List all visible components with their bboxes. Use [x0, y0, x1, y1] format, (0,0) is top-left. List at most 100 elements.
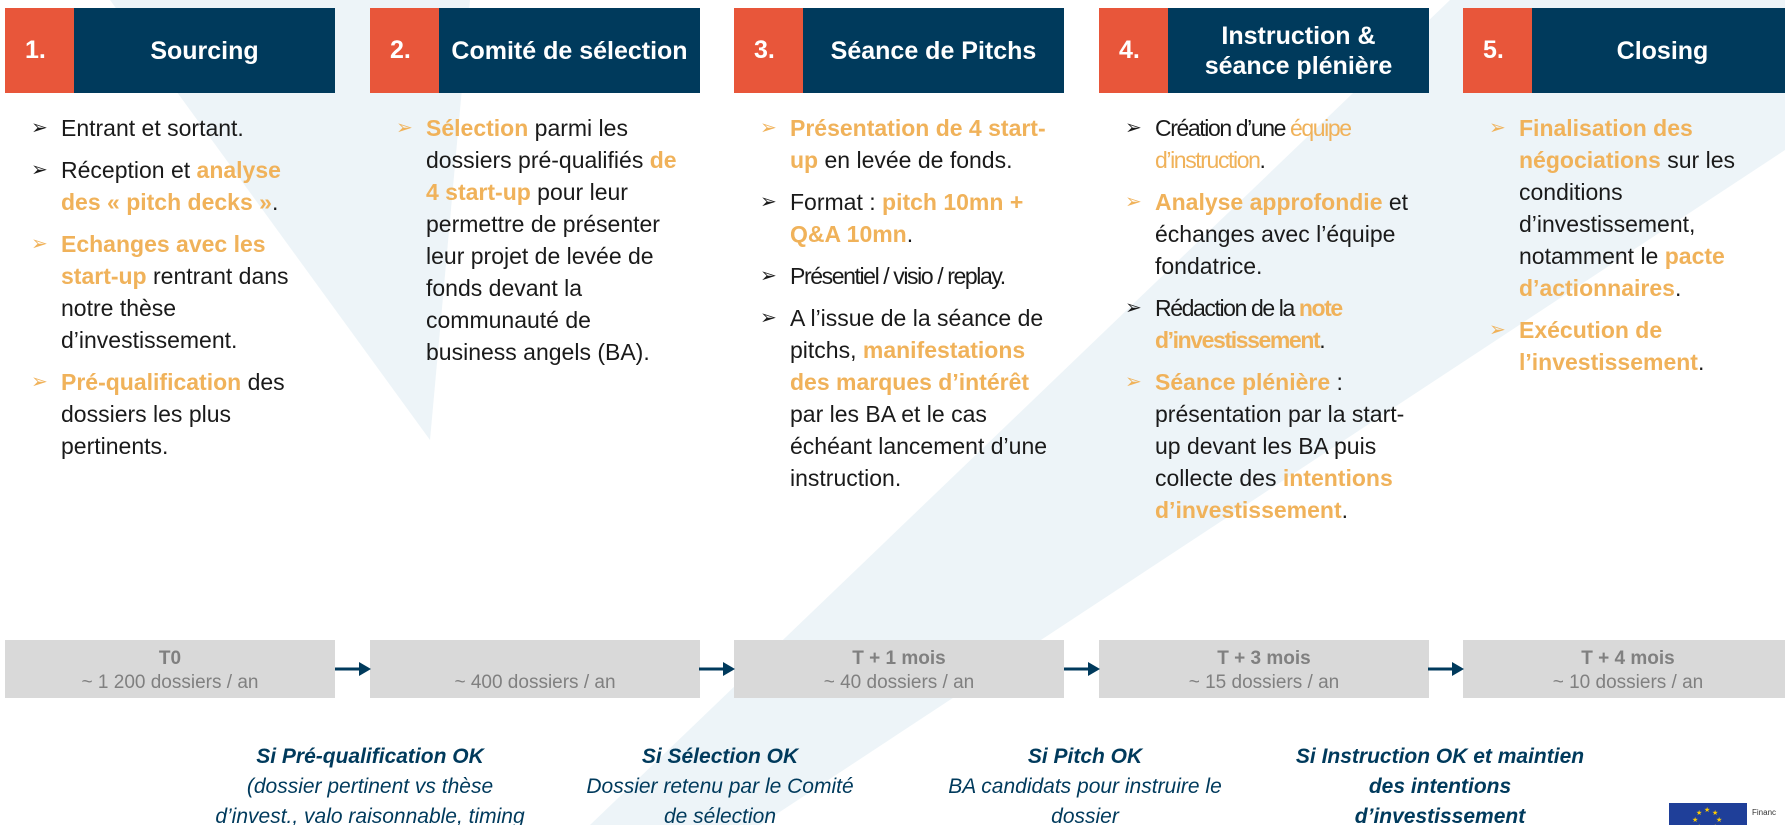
highlighted-text: de 4 start-up — [426, 147, 677, 205]
star-icon: ★ — [1712, 810, 1719, 817]
bullet-text: . — [1697, 349, 1705, 375]
dossier-count: ~ 1 200 dossiers / an — [81, 672, 259, 693]
highlighted-text: Pré-qualification — [61, 369, 242, 395]
bullet-text: par les BA et le cas échéant lancement d… — [790, 401, 1048, 491]
step-header: 2. Comité de sélection — [370, 8, 700, 93]
condition-4: Si Instruction OK et maintien des intent… — [1290, 742, 1590, 825]
bullet-text: . — [906, 221, 914, 247]
step-number: 2. — [370, 8, 439, 93]
step-title: Instruction & séance plénière — [1168, 8, 1429, 93]
bullet-arrow-icon: ➢ — [1489, 117, 1506, 139]
highlighted-text: Exécution de l’investissement — [1519, 317, 1698, 375]
step-number: 1. — [5, 8, 74, 93]
step-number: 4. — [1099, 8, 1168, 93]
condition-heading: Si Instruction OK et maintien des intent… — [1295, 745, 1585, 825]
funding-text: Financ — [1752, 808, 1777, 817]
star-icon: ★ — [1692, 817, 1699, 824]
condition-body: (dossier pertinent vs thèse d’invest., v… — [215, 775, 525, 825]
arrow-right-icon — [335, 662, 371, 676]
bullet-text: . — [1674, 275, 1682, 301]
highlighted-text: Présentation de 4 start-up — [790, 115, 1046, 173]
condition-body: Dossier retenu par le Comité de sélectio… — [586, 775, 854, 825]
bullet-text: sur les conditions d’investissement, not… — [1519, 147, 1735, 269]
arrow-right-icon — [1064, 662, 1100, 676]
highlighted-text: analyse des « pitch decks » — [61, 157, 281, 215]
highlighted-text: Finalisation des négociations — [1519, 115, 1693, 173]
step-column-5: 5. Closing ➢ Finalisation des négociation… — [1463, 8, 1785, 388]
timeline-box-1: T0 ~ 1 200 dossiers / an — [5, 640, 335, 698]
star-icon: ★ — [1704, 807, 1711, 814]
highlighted-text: pitch 10mn + Q&A 10mn — [790, 189, 1024, 247]
bullet-item: ➢Séance plénière : présentation par la s… — [1125, 366, 1417, 526]
arrow-right-icon — [1428, 662, 1464, 676]
bullet-arrow-icon: ➢ — [1125, 117, 1142, 139]
bullet-item: ➢Présentiel / visio / replay. — [760, 260, 1052, 292]
bullet-item: ➢Sélection parmi les dossiers pré-qualif… — [396, 112, 688, 368]
bullet-text: . — [1341, 497, 1349, 523]
star-icon: ★ — [1716, 817, 1723, 824]
bullet-text: des dossiers les plus pertinents. — [61, 369, 285, 459]
bullet-text: Présentiel / visio / replay. — [790, 263, 1006, 289]
bullet-text: en levée de fonds. — [818, 147, 1013, 173]
bullet-text: pour leur permettre de présenter leur pr… — [426, 179, 660, 365]
bullet-item: ➢ Echanges avec les start-up rentrant dan… — [31, 228, 323, 356]
bullet-text: Réception et — [61, 157, 197, 183]
bullet-item: ➢ Réception et analyse des « pitch decks… — [31, 154, 323, 218]
bullet-item: ➢Entrant et sortant. — [31, 112, 323, 144]
step-bullets: ➢Entrant et sortant.➢ Réception et analy… — [5, 112, 335, 462]
condition-body: BA candidats pour instruire le dossier — [948, 775, 1222, 825]
step-bullets: ➢Sélection parmi les dossiers pré-qualif… — [370, 112, 700, 368]
bullet-arrow-icon: ➢ — [760, 191, 777, 213]
time-label — [370, 647, 700, 671]
bullet-item: ➢Création d’une équipe d’instruction. — [1125, 112, 1417, 176]
bullet-text: . — [271, 189, 279, 215]
timeline-box-2: ~ 400 dossiers / an — [370, 640, 700, 698]
bullet-text: et échanges avec l’équipe fondatrice. — [1155, 189, 1409, 279]
step-bullets: ➢ Présentation de 4 start-up en levée de … — [734, 112, 1064, 494]
step-title: Sourcing — [74, 8, 335, 93]
highlighted-text: équipe d’instruction — [1155, 115, 1352, 173]
step-title: Closing — [1532, 8, 1785, 93]
condition-2: Si Sélection OK Dossier retenu par le Co… — [580, 742, 860, 825]
bullet-arrow-icon: ➢ — [31, 371, 48, 393]
bullet-text: rentrant dans notre thèse d’investisseme… — [61, 263, 289, 353]
bullet-arrow-icon: ➢ — [760, 117, 777, 139]
bullet-arrow-icon: ➢ — [31, 233, 48, 255]
bullet-text: . — [1319, 327, 1325, 353]
bullet-item: ➢Format : pitch 10mn + Q&A 10mn. — [760, 186, 1052, 250]
condition-heading: Si Pitch OK — [1027, 745, 1143, 768]
bullet-text: A l’issue de la séance de pitchs, — [790, 305, 1044, 363]
dossier-count: ~ 40 dossiers / an — [823, 672, 975, 693]
step-column-3: 3. Séance de Pitchs ➢ Présentation de 4 s… — [734, 8, 1064, 504]
step-bullets: ➢ Création d’une équipe d’instruction. ➢An… — [1099, 112, 1429, 526]
bullet-arrow-icon: ➢ — [31, 159, 48, 181]
bullet-item: ➢Analyse approfondie et échanges avec l’… — [1125, 186, 1417, 282]
bullet-arrow-icon: ➢ — [31, 117, 48, 139]
step-header: 3. Séance de Pitchs — [734, 8, 1064, 93]
step-title: Séance de Pitchs — [803, 8, 1064, 93]
step-number: 5. — [1463, 8, 1532, 93]
dossier-count: ~ 10 dossiers / an — [1552, 672, 1704, 693]
condition-3: Si Pitch OK BA candidats pour instruire … — [935, 742, 1235, 825]
step-column-4: 4. Instruction & séance plénière ➢ Créati… — [1099, 8, 1429, 536]
highlighted-text: pacte d’actionnaires — [1519, 243, 1725, 301]
bullet-item: ➢A l’issue de la séance de pitchs, manif… — [760, 302, 1052, 494]
step-title: Comité de sélection — [439, 8, 700, 93]
highlighted-text: manifestations des marques d’intérêt — [790, 337, 1030, 395]
bullet-item: ➢ Finalisation des négociations sur les c… — [1489, 112, 1781, 304]
star-icon: ★ — [1696, 810, 1703, 817]
bullet-arrow-icon: ➢ — [1125, 297, 1142, 319]
condition-heading: Si Sélection OK — [641, 745, 799, 768]
step-bullets: ➢ Finalisation des négociations sur les c… — [1463, 112, 1785, 378]
step-column-1: 1. Sourcing ➢Entrant et sortant.➢ Récept… — [5, 8, 335, 472]
bullet-text: Création d’une — [1155, 115, 1290, 141]
highlighted-text: Echanges avec les start-up — [61, 231, 266, 289]
timeline-box-3: T + 1 mois ~ 40 dossiers / an — [734, 640, 1064, 698]
bullet-item: ➢ Pré-qualification des dossiers les plus… — [31, 366, 323, 462]
time-label: T + 1 mois — [852, 648, 946, 669]
highlighted-text: note d’investissement — [1155, 295, 1343, 353]
condition-1: Si Pré-qualification OK (dossier pertine… — [205, 742, 535, 825]
bullet-text: parmi les dossiers pré-qualifiés — [426, 115, 650, 173]
step-number: 3. — [734, 8, 803, 93]
